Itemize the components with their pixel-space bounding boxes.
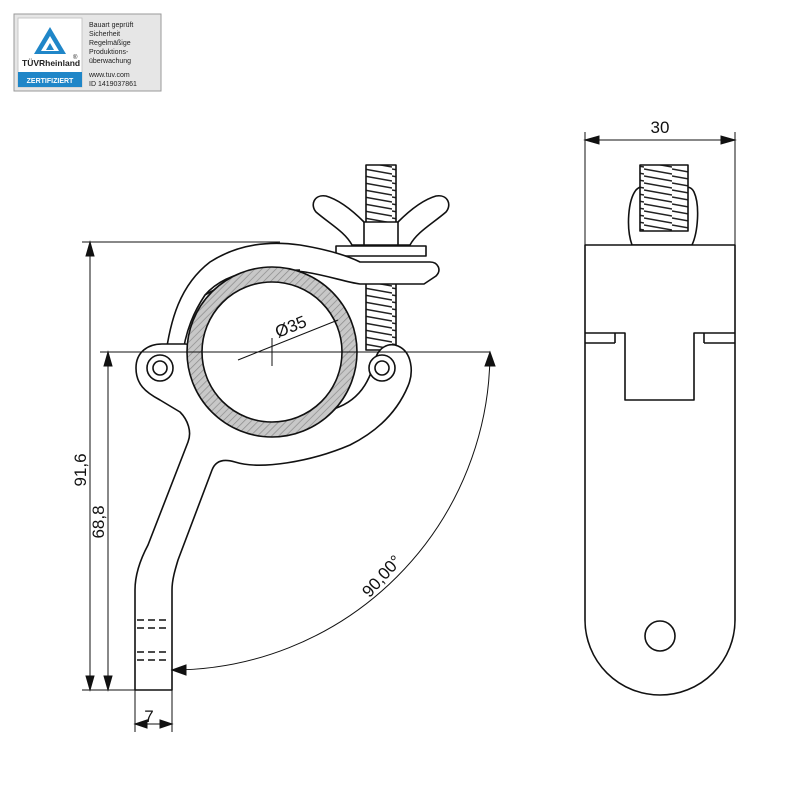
pivot-bolt-left (146, 354, 174, 382)
dim-label-angle: 90,00° (358, 552, 405, 601)
dim-arc-90 (171, 351, 491, 671)
bolt-thread-lower (365, 279, 397, 351)
tuv-certification-badge: TÜVRheinland ® ZERTIFIZIERT Bauart geprü… (13, 13, 162, 92)
dim-label-68-8: 68,8 (89, 505, 108, 538)
front-view (108, 164, 490, 691)
side-notch (585, 332, 735, 401)
bolt-thread-side (639, 164, 689, 232)
badge-line-3: Regelmäßige (89, 40, 131, 47)
badge-line-5: überwachung (89, 58, 131, 65)
registered-mark: ® (73, 54, 78, 61)
badge-line-2: Sicherheit (89, 31, 120, 38)
pivot-bolt-right (368, 354, 396, 382)
badge-url: www.tuv.com (88, 72, 130, 79)
badge-line-4: Produktions- (89, 49, 129, 56)
diameter-leader (237, 319, 339, 361)
tuv-logo-icon (34, 27, 66, 54)
certified-label: ZERTIFIZIERT (27, 78, 74, 85)
badge-line-1: Bauart geprüft (89, 22, 133, 29)
side-view (584, 164, 736, 696)
washer (335, 245, 427, 257)
mounting-hole (644, 620, 676, 652)
upper-clamp-jaw (164, 242, 440, 361)
dim-label-7: 7 (144, 707, 153, 726)
side-body (584, 244, 736, 696)
dim-label-91-6: 91,6 (71, 453, 90, 486)
dim-label-30: 30 (651, 118, 670, 137)
tuv-brand-name: TÜVRheinland (22, 58, 80, 68)
side-dimensions (583, 132, 737, 245)
front-dimensions (82, 240, 496, 732)
badge-id: ID 1419037861 (89, 81, 137, 88)
